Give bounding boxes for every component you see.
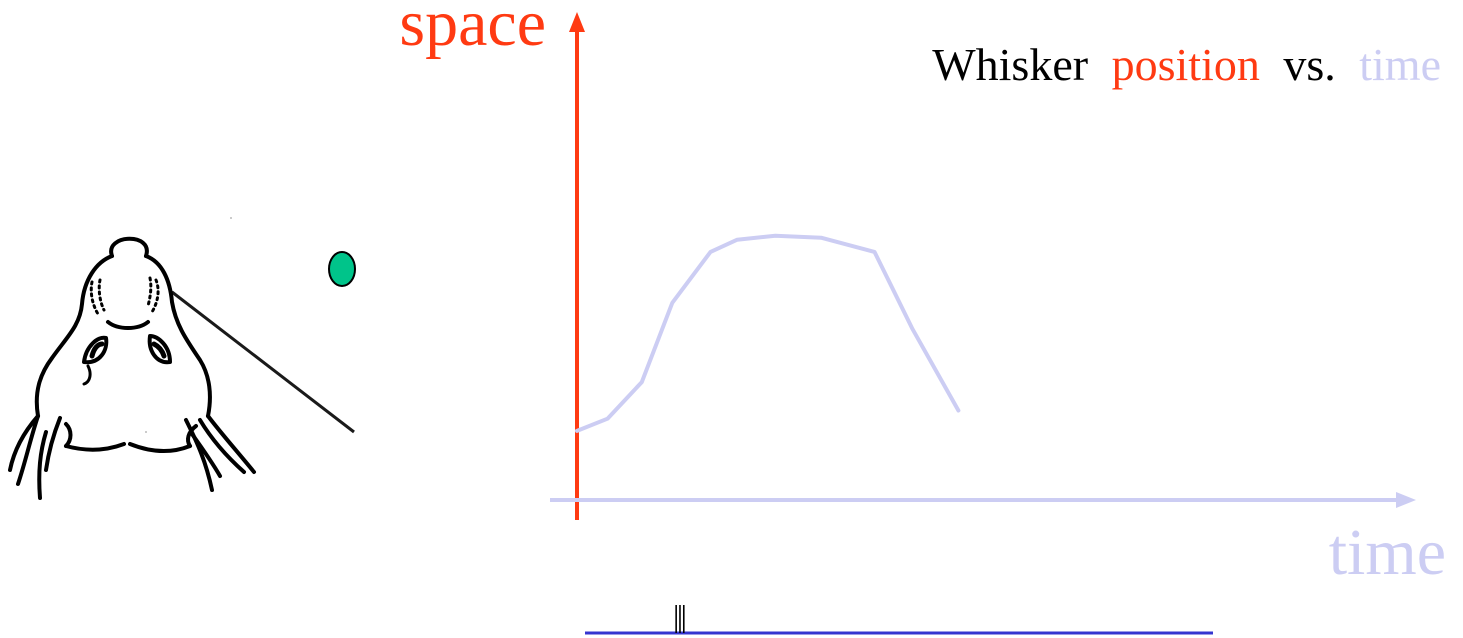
spike-marks [675, 605, 685, 633]
y-axis-arrowhead [569, 12, 585, 32]
title-word-vs: vs. [1283, 39, 1335, 90]
title-word-time: time [1359, 39, 1441, 90]
whisker-line [171, 290, 355, 434]
y-axis-label: space [399, 0, 546, 60]
speck [230, 217, 232, 219]
speck [145, 431, 147, 433]
rat-head-icon [8, 236, 256, 500]
whisker-position-trace [575, 233, 961, 433]
object-dot-icon [328, 251, 356, 287]
figure-title: Whisker position vs. time [932, 39, 1441, 90]
x-axis-arrowhead [1396, 492, 1416, 508]
x-axis-label: time [1329, 516, 1446, 589]
title-word-position: position [1112, 39, 1260, 90]
title-word-whisker: Whisker [932, 39, 1088, 90]
